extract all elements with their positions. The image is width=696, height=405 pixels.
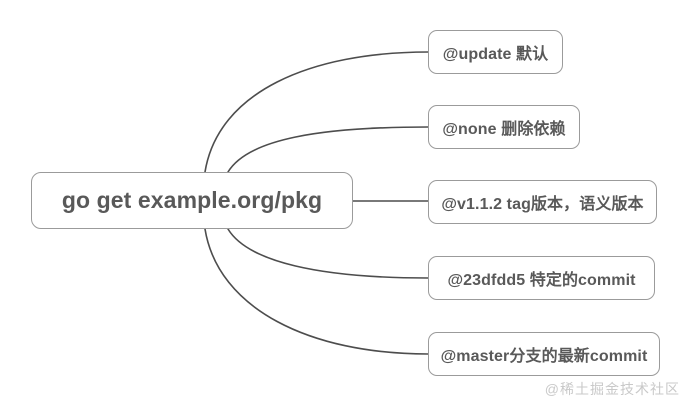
child-node-label: @v1.1.2 tag版本，语义版本 <box>441 196 644 213</box>
child-node-label: @master分支的最新commit <box>440 348 648 365</box>
root-node-label: go get example.org/pkg <box>61 187 323 213</box>
edge-root-to-child-2 <box>227 126 429 173</box>
edge-root-to-child-4 <box>227 228 429 279</box>
edge-root-to-child-1 <box>204 51 429 173</box>
child-node-label: @23dfdd5 特定的commit <box>447 272 636 289</box>
root-node[interactable]: go get example.org/pkg <box>31 172 353 229</box>
child-node-master-branch[interactable]: @master分支的最新commit <box>428 332 660 376</box>
edge-root-to-child-5 <box>204 228 429 355</box>
child-node-commit-hash[interactable]: @23dfdd5 特定的commit <box>428 256 655 300</box>
child-node-version-tag[interactable]: @v1.1.2 tag版本，语义版本 <box>428 180 657 224</box>
child-node-update[interactable]: @update 默认 <box>428 30 563 74</box>
watermark: @稀土掘金技术社区 <box>544 381 680 397</box>
child-node-label: @none 删除依赖 <box>442 121 566 138</box>
child-node-none[interactable]: @none 删除依赖 <box>428 105 580 149</box>
child-node-label: @update 默认 <box>442 46 549 63</box>
